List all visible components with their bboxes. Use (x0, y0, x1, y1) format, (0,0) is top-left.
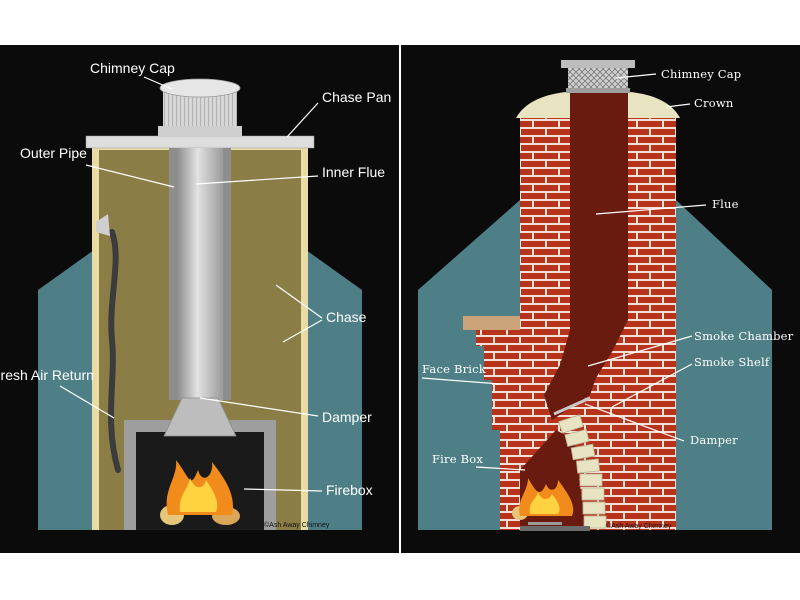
chimney-cap-base (158, 126, 242, 136)
fresh-air-return-hose (108, 229, 121, 473)
fire-grate (528, 522, 562, 525)
leader-face-brick (421, 377, 501, 385)
label-smoke-chamber: Smoke Chamber (694, 329, 794, 343)
left-panel-factory-built-chimney: Chimney Cap Chase Pan Outer Pipe Inner F… (0, 45, 399, 553)
label-face-brick: Face Brick (422, 362, 487, 376)
damper-collar (163, 397, 237, 437)
label-outer-pipe: Outer Pipe (20, 145, 87, 161)
credit-right: ©Ash Away Chimney (606, 522, 672, 530)
leader-inner-flue (195, 175, 319, 185)
label-chase: Chase (326, 309, 367, 325)
label-chimney-cap-left: Chimney Cap (90, 60, 175, 76)
leader-outer-pipe (85, 164, 175, 188)
leader-chase-upper (275, 284, 323, 319)
label-firebox: Firebox (326, 482, 373, 498)
label-fresh-air-return: Fresh Air Return (0, 367, 94, 383)
leader-fresh-air-return (59, 385, 115, 419)
label-chimney-cap-right: Chimney Cap (661, 67, 741, 81)
inner-flue (177, 148, 223, 400)
chimney-cap-top (159, 78, 241, 98)
leader-smoke-shelf (611, 363, 693, 408)
label-fire-box: Fire Box (432, 452, 483, 466)
house-wall-right-right-panel (676, 200, 772, 530)
leader-damper-left (199, 397, 319, 417)
credit-left: ©Ash Away Chimney (264, 521, 330, 529)
leader-damper-right (584, 403, 685, 442)
flue-and-smoke-chamber (544, 92, 628, 420)
face-brick-projection (476, 330, 520, 530)
leader-chase-lower (282, 319, 323, 343)
damper-plate (553, 396, 591, 416)
mantel-shelf (463, 316, 521, 330)
label-chase-pan: Chase Pan (322, 89, 391, 105)
label-damper-left: Damper (322, 409, 372, 425)
leader-flue (595, 204, 707, 215)
firebrick-liner (558, 414, 607, 529)
firebox-fire-right (512, 478, 574, 520)
leader-chimney-cap-right (615, 73, 657, 79)
label-crown: Crown (694, 96, 734, 110)
firebox-fire (160, 460, 240, 525)
fresh-air-return-inlet (96, 214, 110, 236)
leader-chase-pan (286, 102, 319, 138)
right-panel-masonry-chimney: Chimney Cap Crown Flue Smoke Chamber Smo… (401, 45, 800, 553)
hearth (520, 526, 590, 531)
label-smoke-shelf: Smoke Shelf (694, 355, 770, 369)
chimney-cap-base-right (566, 88, 630, 93)
label-damper-right: Damper (690, 433, 738, 447)
leader-crown (665, 103, 691, 108)
leader-firebox (243, 488, 323, 492)
label-inner-flue: Inner Flue (322, 164, 385, 180)
label-flue: Flue (712, 197, 739, 211)
chimney-cap-mesh-right (568, 68, 628, 90)
chimney-cap-lid (561, 60, 635, 68)
chase-pan (85, 135, 315, 149)
house-wall-left-right-panel (418, 200, 520, 530)
leader-fire-box (475, 466, 526, 471)
leader-smoke-chamber (587, 335, 693, 367)
leader-chimney-cap-left (143, 76, 173, 90)
